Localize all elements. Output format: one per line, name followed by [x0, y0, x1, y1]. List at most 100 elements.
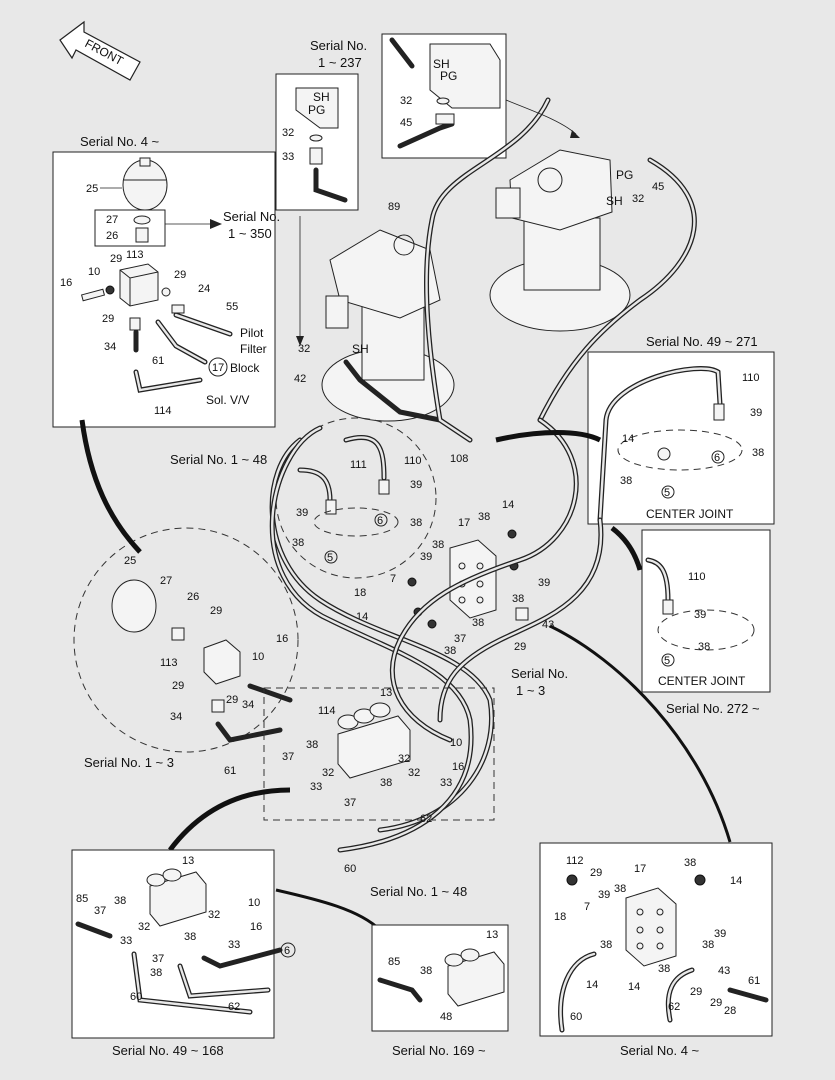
num-39-h: 39: [714, 928, 726, 940]
serial-bottom-right: Serial No. 4 ~: [620, 1043, 700, 1058]
num-38-j: 38: [444, 645, 456, 657]
serial-center-mid: Serial No.: [511, 666, 568, 681]
serial-left-circle: Serial No. 1 ~ 3: [84, 755, 174, 770]
num-39-e: 39: [420, 551, 432, 563]
num-24-a: 24: [198, 283, 210, 295]
num-5-a: 5: [664, 487, 670, 499]
num-61-a: 61: [152, 355, 164, 367]
num-45-b: 45: [652, 181, 664, 193]
label-sh-c: SH: [352, 342, 369, 356]
num-5-c: 5: [327, 552, 333, 564]
num-10-c: 10: [450, 737, 462, 749]
num-38-n: 38: [184, 931, 196, 943]
num-6-c: 6: [284, 945, 290, 957]
sub-box-27-26: [94, 209, 166, 247]
num-38-o: 38: [150, 967, 162, 979]
num-18-b: 18: [554, 911, 566, 923]
serial-acc-arrow: Serial No.: [223, 209, 280, 224]
num-113-b: 113: [160, 657, 178, 669]
num-17-a: 17: [212, 362, 224, 374]
num-33-e: 33: [228, 939, 240, 951]
num-32-f: 32: [398, 753, 410, 765]
num-111-a: 111: [350, 459, 367, 471]
num-38-d: 38: [410, 517, 422, 529]
num-32-a: 32: [282, 127, 294, 139]
num-16-a: 16: [60, 277, 72, 289]
num-29-f: 29: [172, 680, 184, 692]
num-60-b: 60: [130, 991, 142, 1003]
num-60-a: 60: [344, 863, 356, 875]
num-33-b: 33: [310, 781, 322, 793]
label-block: Block: [230, 361, 260, 375]
label-filter: Filter: [240, 342, 267, 356]
serial-bottom-center-upper: Serial No. 1 ~ 48: [370, 884, 467, 899]
serial-right-mid: Serial No. 272 ~: [666, 701, 760, 716]
num-32-d: 32: [632, 193, 644, 205]
num-26-a: 26: [106, 230, 118, 242]
num-37-e: 37: [152, 953, 164, 965]
num-32-g: 32: [408, 767, 420, 779]
num-7-a: 7: [390, 573, 396, 585]
label-center-joint-b: CENTER JOINT: [658, 674, 746, 688]
label-pilot: Pilot: [240, 326, 264, 340]
num-6-b: 6: [377, 515, 383, 527]
num-38-m: 38: [114, 895, 126, 907]
num-29-b: 29: [174, 269, 186, 281]
num-113-a: 113: [126, 249, 144, 261]
front-arrow: FRONT: [59, 20, 141, 81]
dash-rect-1-48: [263, 687, 495, 821]
dash-circle-1-48: [275, 417, 437, 579]
num-27-b: 27: [160, 575, 172, 587]
num-85-a: 85: [76, 893, 88, 905]
num-10-a: 10: [88, 266, 100, 278]
num-14-f: 14: [628, 981, 640, 993]
serial-acc-arrow-range: 1 ~ 350: [228, 226, 272, 241]
num-114-b: 114: [318, 705, 336, 717]
num-48-a: 48: [440, 1011, 452, 1023]
num-27-a: 27: [106, 214, 118, 226]
serial-center-mid-range: 1 ~ 3: [516, 683, 545, 698]
num-110-c: 110: [404, 455, 422, 467]
num-39-f: 39: [538, 577, 550, 589]
num-10-b: 10: [252, 651, 264, 663]
serial-left-mid: Serial No. 1 ~ 48: [170, 452, 267, 467]
num-16-b: 16: [276, 633, 288, 645]
num-25-b: 25: [124, 555, 136, 567]
serial-bottom-left: Serial No. 49 ~ 168: [112, 1043, 224, 1058]
num-37-d: 37: [94, 905, 106, 917]
num-39-c: 39: [410, 479, 422, 491]
serial-top-left: Serial No. 4 ~: [80, 134, 160, 149]
num-55-a: 55: [226, 301, 238, 313]
num-32-e: 32: [322, 767, 334, 779]
num-114-a: 114: [154, 405, 172, 417]
num-17-b: 17: [458, 517, 470, 529]
num-37-c: 37: [344, 797, 356, 809]
num-13-b: 13: [182, 855, 194, 867]
num-38-i: 38: [472, 617, 484, 629]
num-13-c: 13: [486, 929, 498, 941]
callout-17: [208, 357, 228, 377]
label-pg-b: PG: [440, 69, 457, 83]
num-39-d: 39: [296, 507, 308, 519]
num-85-b: 85: [388, 956, 400, 968]
num-110-a: 110: [742, 372, 760, 384]
num-38-q: 38: [684, 857, 696, 869]
num-38-u: 38: [658, 963, 670, 975]
num-39-b: 39: [694, 609, 706, 621]
label-sh-d: SH: [606, 194, 623, 208]
num-29-a: 29: [110, 253, 122, 265]
num-32-h: 32: [138, 921, 150, 933]
num-110-b: 110: [688, 571, 706, 583]
num-18-a: 18: [354, 587, 366, 599]
num-32-i: 32: [208, 909, 220, 921]
num-33-c: 33: [440, 777, 452, 789]
serial-right-top: Serial No. 49 ~ 271: [646, 334, 758, 349]
label-pg-c: PG: [616, 168, 633, 182]
num-6-a: 6: [714, 452, 720, 464]
num-38-b: 38: [620, 475, 632, 487]
num-16-c: 16: [452, 761, 464, 773]
label-center-joint-a: CENTER JOINT: [646, 507, 734, 521]
num-61-b: 61: [224, 765, 236, 777]
solenoid-block-top: [80, 263, 185, 331]
